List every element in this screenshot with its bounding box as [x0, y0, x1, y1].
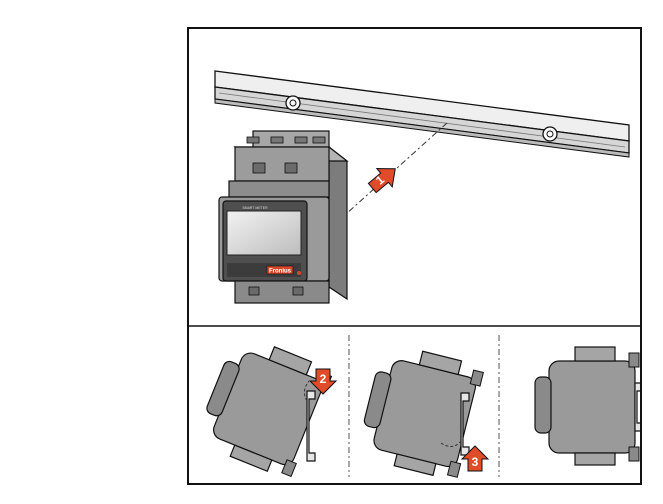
- meter-brand-logo: Fronius: [269, 269, 292, 275]
- meter-side-view-step-2: [206, 346, 333, 478]
- mounting-guide-line: [344, 122, 448, 216]
- din-rail-profile: [306, 390, 316, 462]
- meter-side-view-mounted: [534, 346, 640, 466]
- step-2-label: 2: [320, 372, 327, 386]
- step-3-label: 3: [472, 455, 479, 469]
- installation-diagram: SMART METER Fronius 1 2 3: [189, 70, 640, 478]
- rail-screw-right: [542, 126, 558, 142]
- press-guide-line: [440, 440, 462, 447]
- din-rail-profile: [460, 392, 470, 456]
- step-2-arrow: [308, 368, 338, 395]
- step-1-arrow: [367, 168, 396, 194]
- hook-guide-line: [303, 380, 310, 402]
- rail-screw-left: [285, 95, 301, 111]
- meter-display-caption: SMART METER: [242, 206, 268, 210]
- din-rail: [214, 70, 630, 158]
- installation-diagram-frame: SMART METER Fronius 1 2 3: [187, 27, 642, 485]
- meter-side-view-step-3: [363, 350, 484, 478]
- step-3-arrow: [460, 445, 490, 472]
- smart-meter-device: [218, 130, 349, 304]
